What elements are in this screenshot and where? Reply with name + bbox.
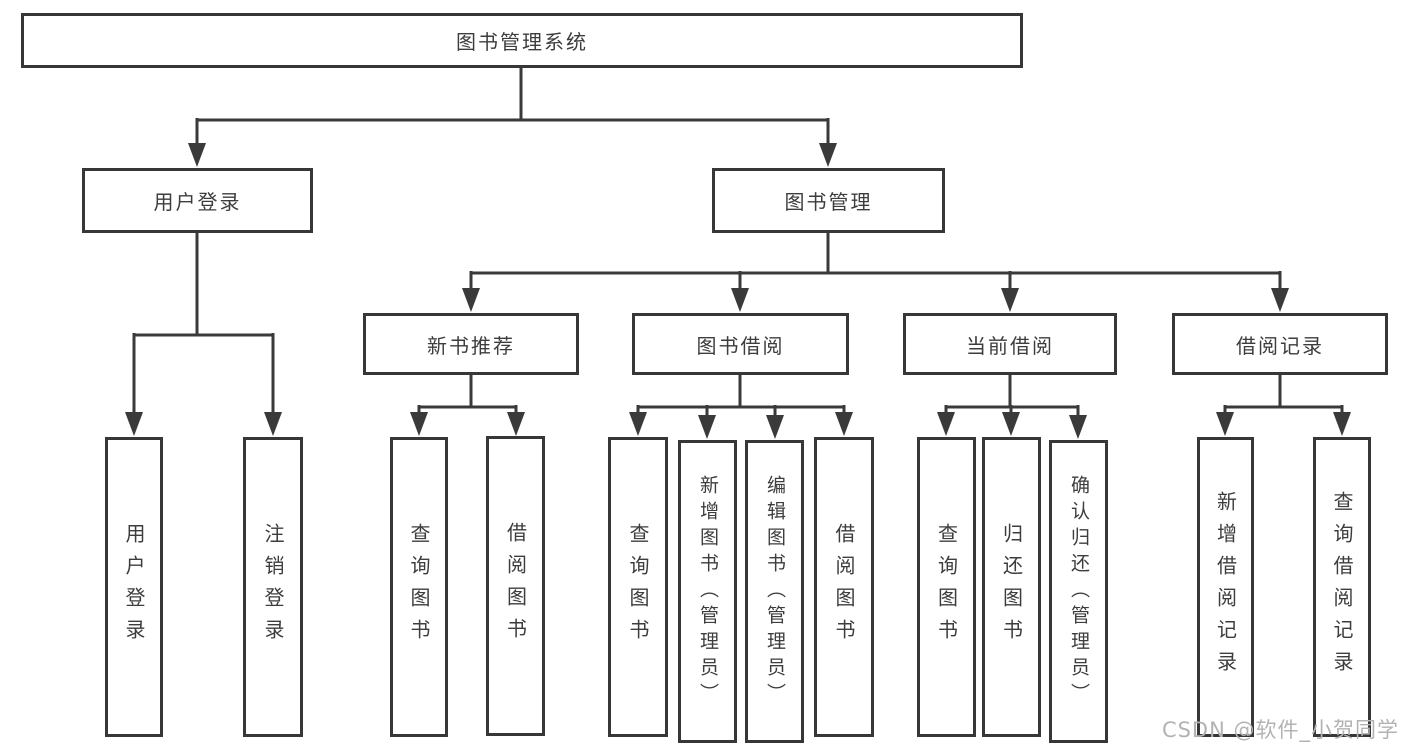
- node-label: 注销登录: [261, 523, 285, 651]
- node-br-add-record: 新增借阅记录: [1197, 437, 1254, 737]
- node-label: 借阅图书: [832, 523, 856, 651]
- node-label: 编辑图书（管理员）: [764, 474, 786, 709]
- node-label: 借阅图书: [503, 522, 528, 650]
- arrowhead-icons: [125, 143, 1351, 439]
- node-label: 新增借阅记录: [1213, 491, 1238, 683]
- node-cb-query-books: 查询图书: [917, 437, 976, 737]
- node-cb-return-books: 归还图书: [982, 437, 1041, 737]
- node-label: 查询图书: [934, 523, 959, 651]
- node-cb-confirm-return: 确认归还（管理员）: [1049, 440, 1108, 743]
- node-label: 确认归还（管理员）: [1068, 474, 1090, 709]
- node-label: 归还图书: [999, 523, 1024, 651]
- node-bb-borrow-books: 借阅图书: [814, 437, 874, 737]
- node-user-login: 用户登录: [105, 437, 163, 737]
- node-root: 图书管理系统: [21, 13, 1023, 68]
- node-label: 查询图书: [626, 523, 650, 651]
- node-user-login-group: 用户登录: [82, 168, 313, 233]
- node-book-management: 图书管理: [712, 168, 945, 233]
- node-borrow-records: 借阅记录: [1172, 313, 1388, 375]
- node-nb-borrow-books: 借阅图书: [486, 436, 545, 736]
- node-label: 用户登录: [122, 523, 146, 651]
- node-label: 新增图书（管理员）: [697, 474, 719, 709]
- node-br-query-record: 查询借阅记录: [1313, 437, 1371, 737]
- node-logout: 注销登录: [243, 437, 303, 737]
- node-current-borrow: 当前借阅: [903, 313, 1117, 375]
- node-nb-query-books: 查询图书: [390, 437, 448, 737]
- node-label: 查询图书: [407, 523, 431, 651]
- connector-lines: [132, 68, 1344, 417]
- node-bb-query-books: 查询图书: [608, 437, 668, 737]
- node-label: 查询借阅记录: [1330, 491, 1354, 683]
- node-bb-add-books: 新增图书（管理员）: [678, 440, 737, 743]
- watermark: CSDN @软件_小贺同学: [1161, 718, 1399, 742]
- node-book-borrow: 图书借阅: [632, 313, 849, 375]
- node-new-book-recommend: 新书推荐: [363, 313, 579, 375]
- node-bb-edit-books: 编辑图书（管理员）: [745, 440, 804, 743]
